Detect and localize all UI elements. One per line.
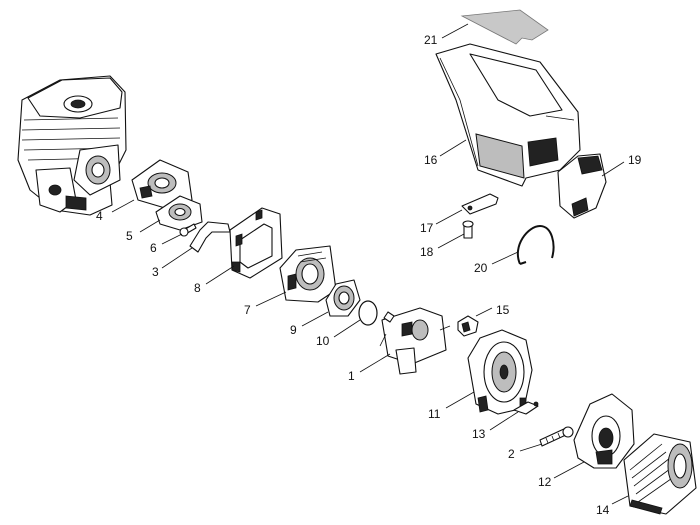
carb-box-base [229, 207, 283, 279]
callout-11: 11 [428, 407, 441, 421]
callout-9: 9 [290, 323, 297, 337]
carb-adapter [325, 279, 361, 317]
callout-1: 1 [348, 369, 355, 383]
cylinder-assembly [17, 75, 127, 216]
shroud-cover [435, 43, 581, 187]
callout-10: 10 [316, 334, 330, 348]
fan-cover [573, 393, 635, 469]
callout-14: 14 [596, 503, 610, 517]
callout-15: 15 [496, 303, 510, 317]
bolt-2 [539, 426, 574, 447]
callout-8: 8 [194, 281, 201, 295]
callout-3: 3 [152, 265, 159, 279]
fuel-connector [457, 315, 479, 337]
callout-13: 13 [472, 427, 486, 441]
callout-5: 5 [126, 229, 133, 243]
decal-21 [460, 9, 549, 45]
callout-17: 17 [420, 221, 434, 235]
clip-13 [513, 401, 539, 415]
callout-6: 6 [150, 241, 157, 255]
callout-21: 21 [424, 33, 438, 47]
o-ring [358, 300, 378, 326]
carburetor [379, 307, 451, 375]
fan-housing [467, 329, 533, 415]
impulse-hose [189, 221, 231, 253]
callout-19: 19 [628, 153, 642, 167]
callout-labels: 4 5 6 3 8 7 9 10 1 15 11 13 2 12 14 21 1… [96, 33, 642, 517]
bracket-19 [557, 153, 607, 219]
screw-6 [179, 223, 197, 237]
intake-manifold [131, 159, 193, 209]
screw-18 [462, 220, 474, 239]
insulator-flange [155, 195, 203, 231]
callout-2: 2 [508, 447, 515, 461]
wire-clip-20 [517, 224, 555, 265]
spacer-plate [279, 245, 337, 303]
callout-4: 4 [96, 209, 103, 223]
callout-12: 12 [538, 475, 552, 489]
callout-7: 7 [244, 303, 251, 317]
callout-20: 20 [474, 261, 488, 275]
callout-18: 18 [420, 245, 434, 259]
air-filter [623, 433, 697, 515]
plate-17 [461, 193, 499, 215]
callout-16: 16 [424, 153, 438, 167]
leader-lines [111, 23, 629, 505]
